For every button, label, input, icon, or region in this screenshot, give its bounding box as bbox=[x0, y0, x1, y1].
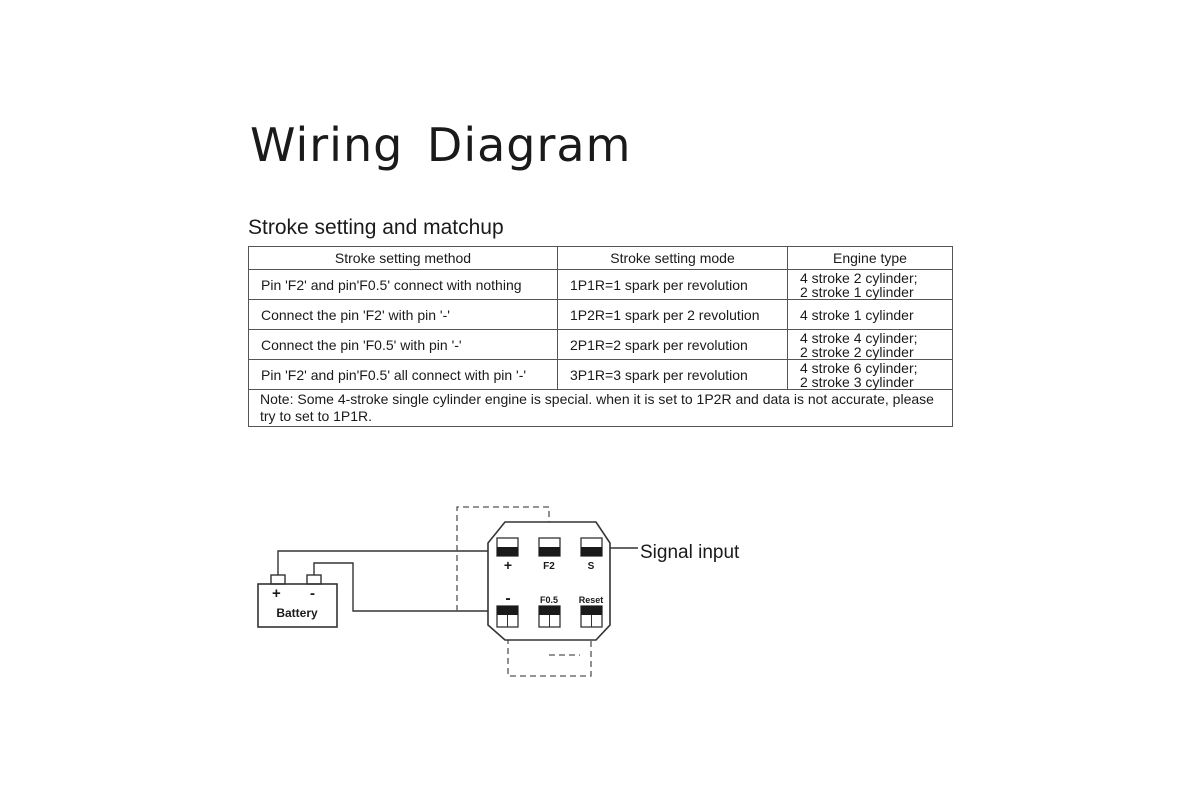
pin-reset-label: Reset bbox=[579, 595, 604, 605]
table-row: Pin 'F2' and pin'F0.5' connect with noth… bbox=[248, 269, 953, 300]
pin-f05-label: F0.5 bbox=[540, 595, 558, 605]
row-4-engine-line-2: 2 stroke 3 cylinder bbox=[800, 373, 914, 390]
row-2-mode: 1P2R=1 spark per 2 revolution bbox=[557, 299, 788, 330]
row-4-engine: 4 stroke 6 cylinder; 2 stroke 3 cylinder bbox=[787, 359, 953, 390]
row-4-mode: 3P1R=3 spark per revolution bbox=[557, 359, 788, 390]
pin-plus-label: + bbox=[504, 557, 512, 573]
table-row: Connect the pin 'F2' with pin '-' 1P2R=1… bbox=[248, 299, 953, 330]
pin-minus bbox=[496, 605, 519, 628]
pin-reset bbox=[580, 605, 603, 628]
pin-s-label: S bbox=[588, 561, 595, 572]
row-1-method: Pin 'F2' and pin'F0.5' connect with noth… bbox=[248, 269, 558, 300]
row-3-engine-line-2: 2 stroke 2 cylinder bbox=[800, 343, 914, 360]
wire-battery-plus-to-plus-pin bbox=[277, 550, 488, 575]
row-3-engine: 4 stroke 4 cylinder; 2 stroke 2 cylinder bbox=[787, 329, 953, 360]
battery: + - Battery bbox=[257, 574, 338, 628]
stroke-setting-table: Stroke setting method Stroke setting mod… bbox=[248, 246, 953, 427]
signal-input-label: Signal input bbox=[640, 542, 740, 563]
row-1-engine: 4 stroke 2 cylinder; 2 stroke 1 cylinder bbox=[787, 269, 953, 300]
pin-minus-label: - bbox=[505, 590, 510, 607]
row-3-engine-line-1: 4 stroke 4 cylinder; bbox=[800, 329, 918, 346]
row-4-method: Pin 'F2' and pin'F0.5' all connect with … bbox=[248, 359, 558, 390]
table-note: Note: Some 4-stroke single cylinder engi… bbox=[248, 389, 953, 427]
pin-f2 bbox=[538, 537, 561, 557]
battery-label: Battery bbox=[276, 606, 318, 620]
pin-f05 bbox=[538, 605, 561, 628]
row-2-engine: 4 stroke 1 cylinder bbox=[787, 299, 953, 330]
wire-battery-minus-to-minus-pin bbox=[313, 562, 488, 612]
battery-plus-terminal bbox=[270, 574, 286, 585]
table-row: Pin 'F2' and pin'F0.5' all connect with … bbox=[248, 359, 953, 390]
row-4-engine-line-1: 4 stroke 6 cylinder; bbox=[800, 359, 918, 376]
pin-plus bbox=[496, 537, 519, 557]
table-title: Stroke setting and matchup bbox=[248, 216, 504, 239]
battery-plus-sign: + bbox=[272, 585, 281, 602]
solid-wires bbox=[277, 547, 638, 612]
table-note-row: Note: Some 4-stroke single cylinder engi… bbox=[248, 389, 953, 427]
battery-minus-sign: - bbox=[310, 585, 315, 602]
row-3-mode: 2P1R=2 spark per revolution bbox=[557, 329, 788, 360]
pin-s bbox=[580, 537, 603, 557]
row-1-engine-line-2: 2 stroke 1 cylinder bbox=[800, 283, 914, 300]
jumper-f05-reset bbox=[507, 628, 592, 677]
pin-f2-label: F2 bbox=[543, 561, 555, 572]
row-1-engine-line-1: 4 stroke 2 cylinder; bbox=[800, 269, 918, 286]
table-row: Connect the pin 'F0.5' with pin '-' 2P1R… bbox=[248, 329, 953, 360]
row-2-method: Connect the pin 'F2' with pin '-' bbox=[248, 299, 558, 330]
row-2-engine-line-1: 4 stroke 1 cylinder bbox=[800, 306, 914, 323]
battery-minus-terminal bbox=[306, 574, 322, 585]
page-title: Wiring Diagram bbox=[250, 118, 632, 172]
row-1-mode: 1P1R=1 spark per revolution bbox=[557, 269, 788, 300]
